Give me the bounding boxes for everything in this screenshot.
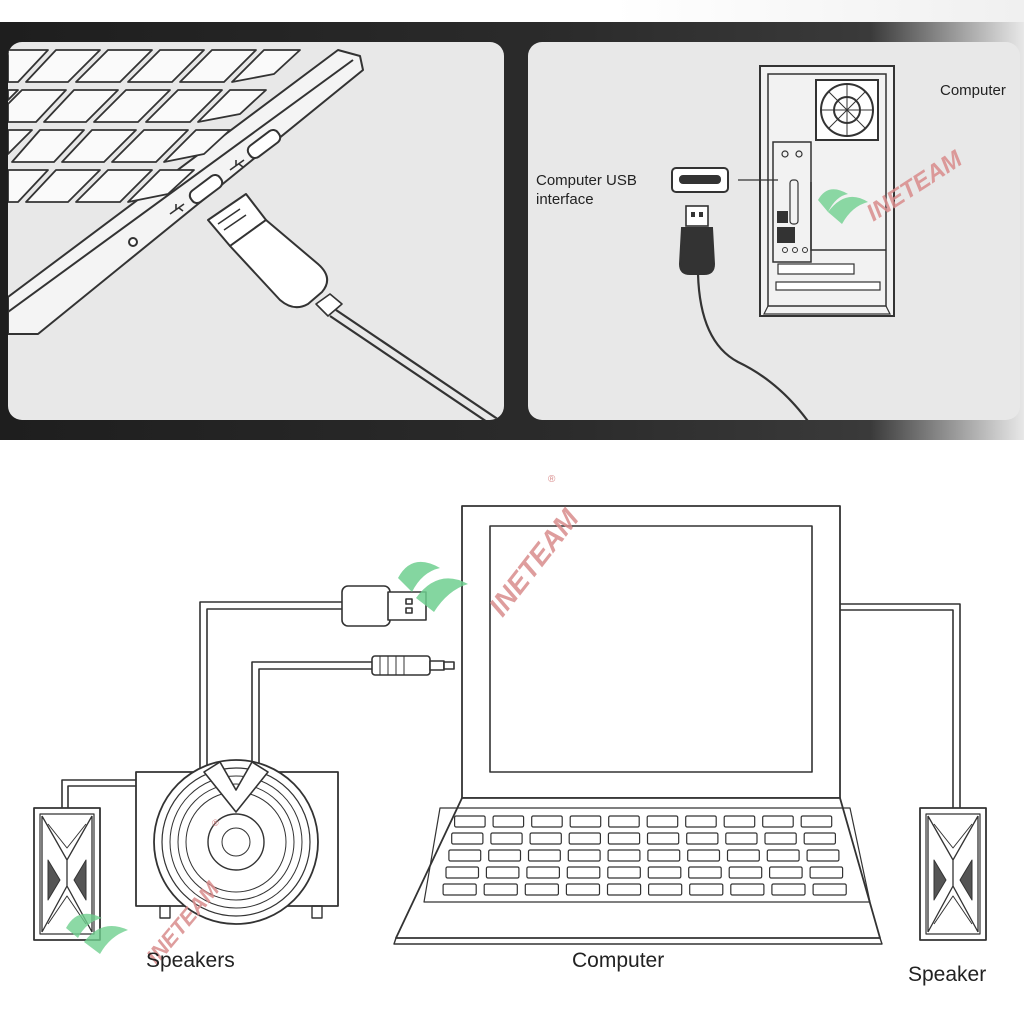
keyboard-key bbox=[647, 883, 683, 896]
keyboard-key bbox=[526, 866, 561, 879]
usb-cable-vertical bbox=[696, 273, 809, 420]
keyboard-key bbox=[568, 832, 602, 845]
usb-plug bbox=[207, 193, 343, 317]
left-speaker-cable bbox=[61, 779, 138, 808]
keyboard-key bbox=[608, 815, 640, 828]
keyboard-key bbox=[689, 883, 724, 896]
keyboard-key bbox=[686, 832, 719, 845]
keyboard-key bbox=[723, 815, 756, 828]
desktop-usb-illustration: INETEAM bbox=[671, 65, 968, 420]
keyboard-key bbox=[809, 866, 844, 879]
usb-interface-label-line2: interface bbox=[536, 191, 594, 208]
keyboard-key bbox=[607, 849, 641, 862]
audio-cable-line bbox=[251, 661, 372, 770]
keyboard-key bbox=[490, 832, 523, 845]
laptop-usb-panel bbox=[8, 42, 504, 420]
keyboard-key bbox=[483, 883, 518, 896]
keyboard-key bbox=[445, 866, 480, 879]
keyboard-key bbox=[451, 832, 484, 845]
keyboard-key bbox=[725, 832, 758, 845]
keyboard-key bbox=[728, 866, 763, 879]
keyboard-key bbox=[766, 849, 800, 862]
keyboard-key bbox=[454, 815, 486, 828]
keyboard-key bbox=[688, 866, 722, 879]
keyboard-key bbox=[812, 883, 847, 896]
right-speaker-cable bbox=[840, 603, 961, 808]
laptop-chassis bbox=[8, 49, 364, 335]
keyboard-key bbox=[606, 883, 642, 896]
keyboard-key bbox=[527, 849, 561, 862]
keyboard-key bbox=[764, 832, 797, 845]
keyboard-key bbox=[448, 849, 482, 862]
computer-label-bottom: Computer bbox=[572, 949, 665, 972]
keyboard-key bbox=[567, 849, 601, 862]
keyboard-key bbox=[771, 883, 806, 896]
desktop-usb-panel: INETEAM Computer Computer USB interface bbox=[528, 42, 1020, 420]
keyboard-key bbox=[485, 866, 520, 879]
usb-cable-line bbox=[199, 601, 344, 770]
keyboard-key bbox=[531, 815, 563, 828]
keyboard-key bbox=[607, 866, 641, 879]
keyboard-key bbox=[569, 815, 602, 828]
keyboard-key bbox=[524, 883, 559, 896]
speakers-label: Speakers bbox=[146, 949, 235, 972]
keyboard-key bbox=[529, 832, 562, 845]
keyboard-key bbox=[647, 849, 681, 862]
keyboard-key bbox=[442, 883, 477, 896]
keyboard-key bbox=[607, 832, 641, 845]
computer-label-top: Computer bbox=[940, 82, 1006, 99]
laptop-keyboard bbox=[8, 49, 301, 203]
keyboard-key bbox=[685, 815, 717, 828]
keyboard-key bbox=[762, 815, 794, 828]
laptop-base bbox=[393, 797, 883, 945]
keyboard-key bbox=[647, 866, 682, 879]
usb-plug-vertical bbox=[678, 205, 716, 275]
laptop-keyboard-keys bbox=[442, 815, 847, 896]
keyboard-key bbox=[803, 832, 837, 845]
keyboard-key bbox=[488, 849, 522, 862]
laptop-screen bbox=[461, 505, 841, 799]
right-satellite-speaker bbox=[919, 807, 987, 941]
keyboard-key bbox=[806, 849, 840, 862]
pc-fan-icon bbox=[815, 79, 879, 141]
usb-port-upper bbox=[246, 128, 282, 160]
usb-plug-bottom bbox=[341, 585, 427, 627]
audio-port bbox=[128, 237, 138, 247]
keyboard-key bbox=[730, 883, 765, 896]
laptop-usb-illustration bbox=[8, 49, 502, 420]
keyboard-key bbox=[687, 849, 721, 862]
keyboard-key bbox=[646, 815, 679, 828]
usb-cable bbox=[335, 309, 502, 420]
usb-interface-label-line1: Computer USB bbox=[536, 172, 637, 189]
keyboard-key bbox=[726, 849, 760, 862]
keyboard-key bbox=[565, 883, 601, 896]
speaker-label: Speaker bbox=[908, 963, 987, 986]
registered-mark-bottom: ® bbox=[212, 818, 219, 828]
left-satellite-speaker bbox=[33, 807, 101, 941]
keyboard-key bbox=[800, 815, 833, 828]
keyboard-key bbox=[646, 832, 680, 845]
usb-port-lower bbox=[188, 173, 224, 205]
keyboard-key bbox=[492, 815, 525, 828]
speaker-connection-diagram: INETEAM ® INETEAM ® bbox=[33, 474, 987, 969]
subwoofer bbox=[135, 759, 339, 925]
audio-jack-plug bbox=[371, 655, 455, 676]
keyboard-key bbox=[566, 866, 601, 879]
keyboard-key bbox=[768, 866, 803, 879]
registered-mark: ® bbox=[548, 474, 556, 485]
